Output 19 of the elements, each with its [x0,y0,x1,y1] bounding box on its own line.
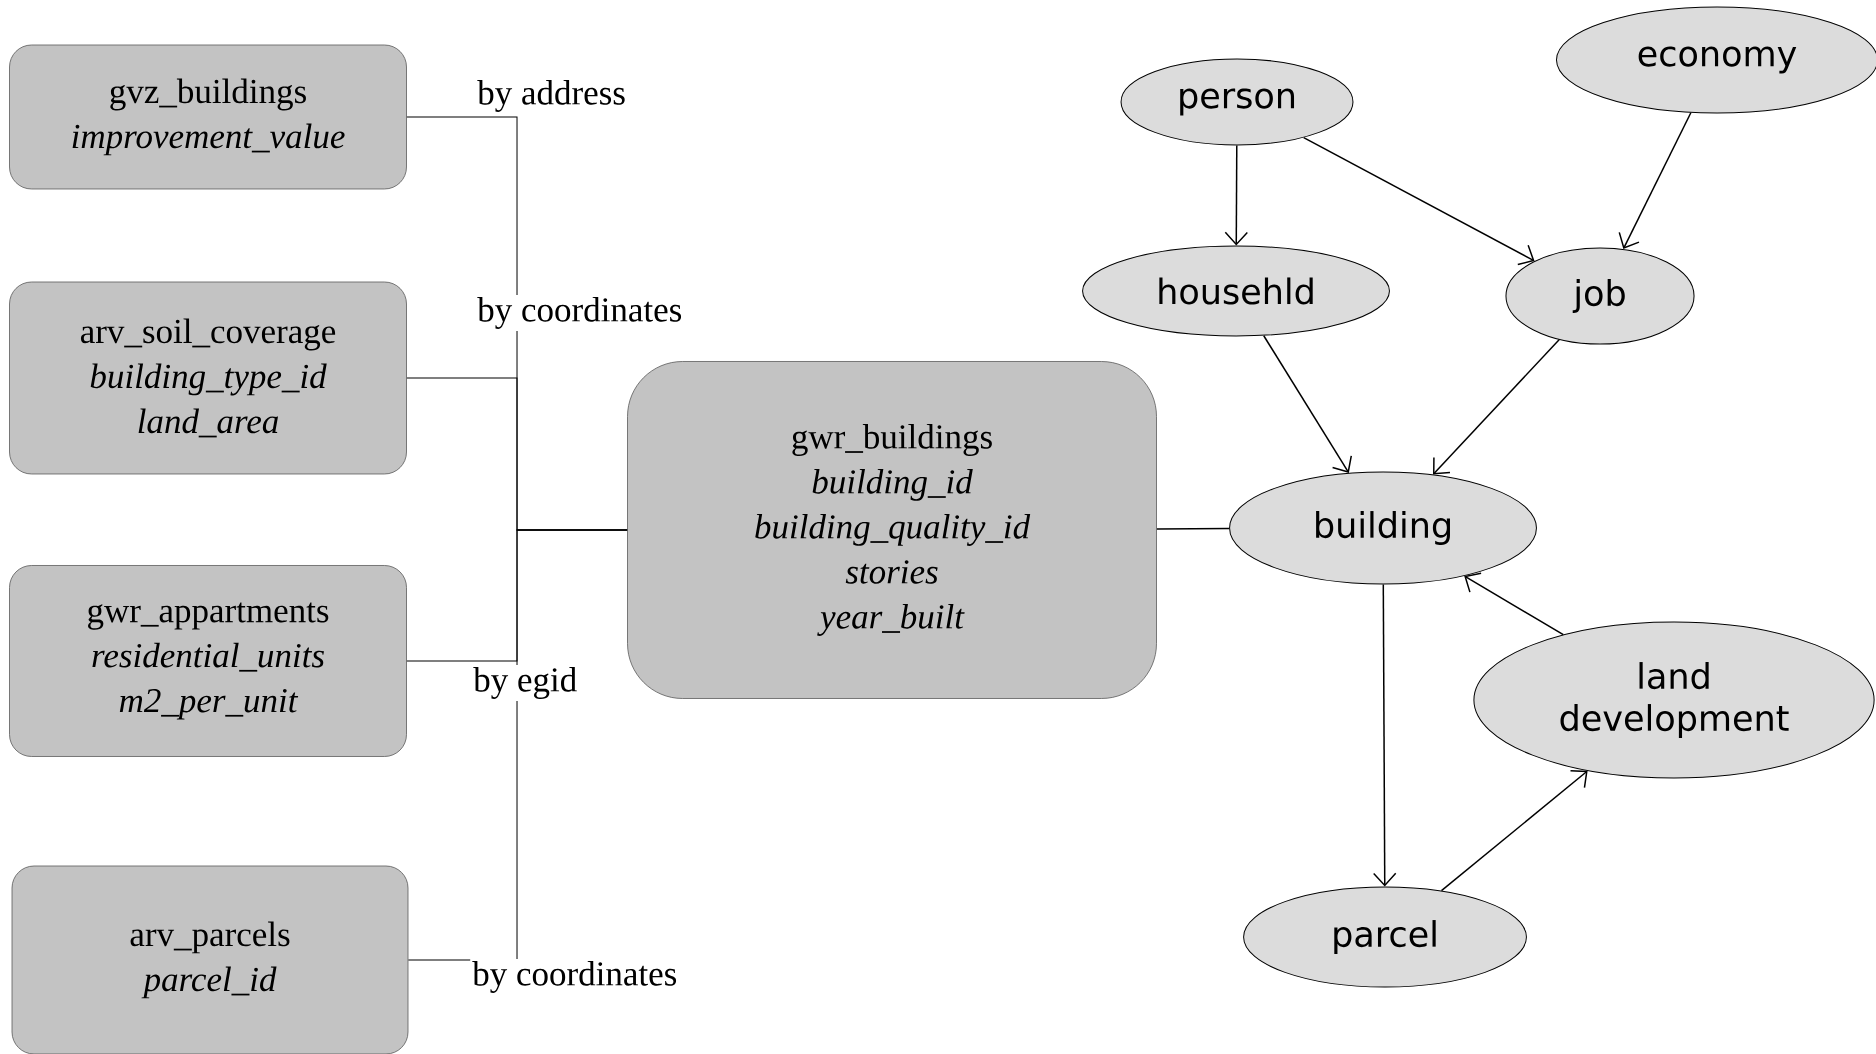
edge-label: by egid [471,665,580,701]
table-box: arv_parcels parcel_id [11,865,409,1054]
edge-label: by coordinates [470,959,680,995]
edge-label: by coordinates [475,295,685,331]
table-box: gwr_buildings building_id building_quality_id stories year_built [627,361,1157,699]
arrow [1440,769,1588,892]
table-box: arv_soil_coverage building_type_id land_area [9,281,407,475]
edge-label: by address [475,78,628,114]
arrow [1303,136,1535,266]
table-box: gwr_appartments residential_units m2_per_unit [9,565,407,757]
table-box: gvz_buildings improvement_value [9,44,407,190]
arrow [1263,335,1353,473]
arrow [1618,112,1692,249]
arrow [1372,583,1397,887]
connector-line [407,529,628,961]
connector-line [1156,527,1230,530]
arrow [1224,144,1249,246]
arrow [1433,338,1560,475]
arrow [1464,572,1565,636]
